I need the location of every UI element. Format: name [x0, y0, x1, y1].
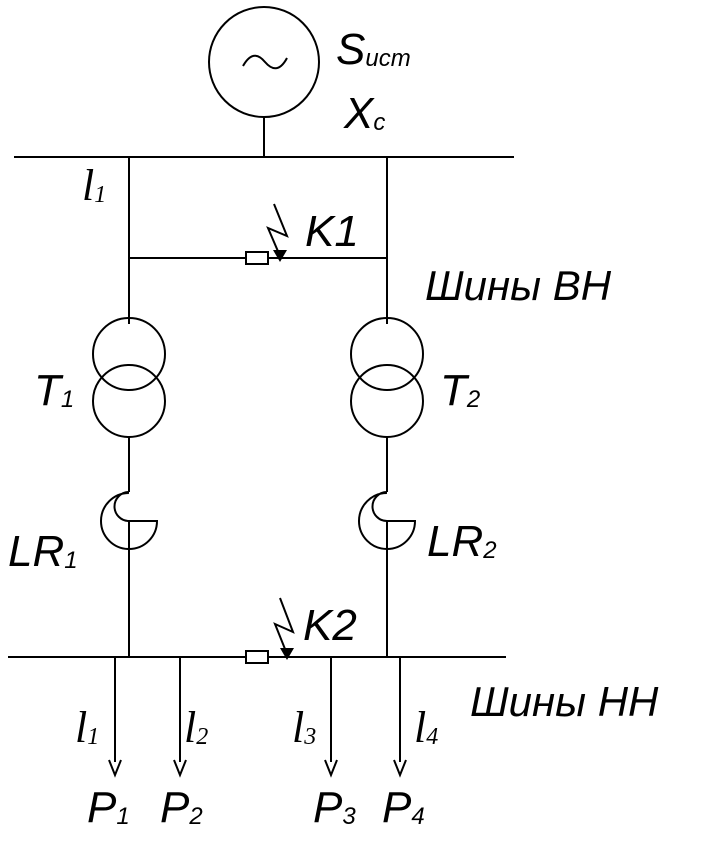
source-power-label: Sист — [336, 25, 411, 74]
feeder-4 — [393, 657, 407, 778]
load-p4-label: P4 — [382, 783, 425, 832]
k1-fault-arrow — [266, 203, 289, 262]
k1-label: K1 — [305, 207, 359, 256]
reactor-lr2 — [358, 491, 417, 657]
lv-bus-label: Шины НН — [470, 678, 659, 725]
hv-bus-label: Шины ВН — [425, 262, 612, 309]
k2-fault-arrow — [273, 597, 295, 660]
reactor-lr1 — [100, 491, 159, 657]
line-l1-top-label: l1 — [82, 161, 106, 210]
t2-label: T2 — [440, 366, 480, 415]
feeder-3 — [324, 657, 338, 778]
generator-symbol — [208, 6, 320, 157]
lv-breaker — [245, 650, 269, 664]
load-p1-label: P1 — [87, 783, 130, 832]
feeder-l2-label: l2 — [184, 703, 208, 752]
load-p3-label: P3 — [313, 783, 356, 832]
feeder-1 — [108, 657, 122, 778]
lr1-label: LR1 — [8, 527, 78, 576]
t1-label: T1 — [34, 366, 74, 415]
hv-breaker — [245, 251, 269, 265]
feeder-l4-label: l4 — [414, 703, 438, 752]
feeder-2 — [173, 657, 187, 778]
feeder-l3-label: l3 — [292, 703, 316, 752]
source-reactance-label: Xс — [343, 89, 385, 138]
feeder-l1-label: l1 — [75, 703, 99, 752]
lr2-label: LR2 — [427, 517, 497, 566]
load-p2-label: P2 — [160, 783, 203, 832]
k2-label: K2 — [303, 601, 357, 650]
transformer-t2 — [350, 317, 424, 438]
transformer-t1 — [92, 317, 166, 438]
